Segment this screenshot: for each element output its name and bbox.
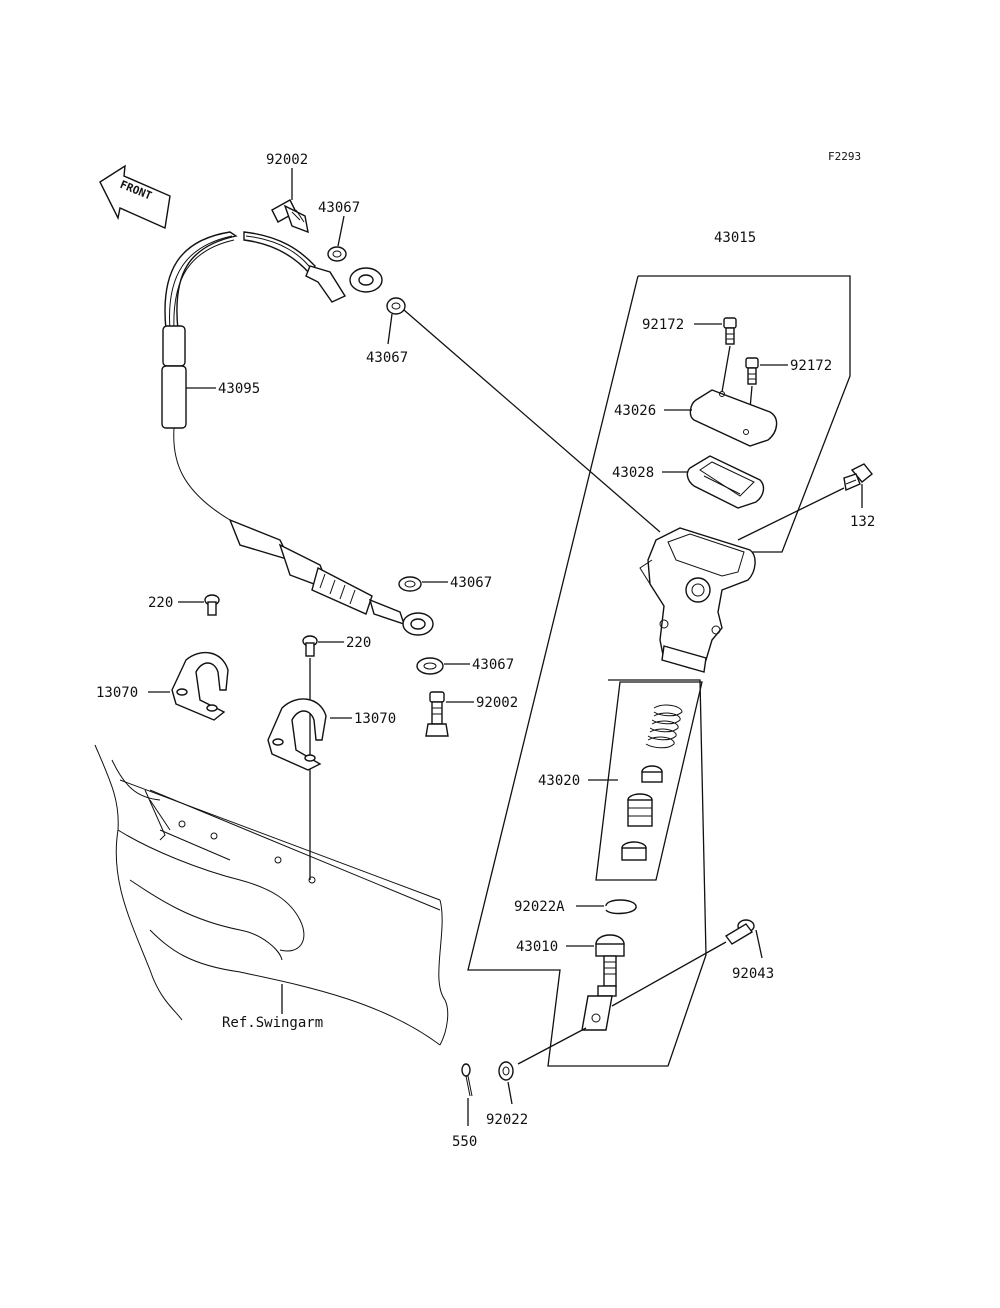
cotter-pin-550 [461, 1063, 473, 1097]
push-rod-43010 [581, 934, 625, 1031]
ref-swingarm-label: Ref.Swingarm [222, 1015, 323, 1031]
clevis-pin-92043 [724, 919, 755, 945]
banjo-bolt-92002-top [271, 199, 309, 234]
label-220-b: 220 [346, 635, 371, 651]
label-43067-b: 43067 [366, 350, 408, 366]
cap-43026 [689, 389, 778, 447]
figure-code: F2293 [828, 150, 861, 163]
label-43028: 43028 [612, 465, 654, 481]
label-92002-top: 92002 [266, 152, 308, 168]
piston-kit-43020-box [595, 681, 703, 881]
bolt-132 [843, 463, 873, 491]
label-43015: 43015 [714, 230, 756, 246]
master-cylinder-body [639, 527, 756, 673]
bolt-220-b [302, 635, 318, 657]
label-43067-d: 43067 [472, 657, 514, 673]
washer-43067-b [386, 297, 406, 315]
clamp-13070-a [171, 651, 229, 721]
swingarm-reference [94, 744, 449, 1046]
screw-92172-b [745, 357, 759, 385]
label-550: 550 [452, 1134, 477, 1150]
clamp-13070-b [267, 698, 327, 771]
label-92043: 92043 [732, 966, 774, 982]
label-43010: 43010 [516, 939, 558, 955]
label-92022A: 92022A [514, 899, 565, 915]
washer-92022 [498, 1061, 514, 1081]
label-220-a: 220 [148, 595, 173, 611]
piston-kit-43020 [621, 704, 683, 861]
label-13070-b: 13070 [354, 711, 396, 727]
washer-43067-a [327, 246, 347, 262]
label-43067-a: 43067 [318, 200, 360, 216]
label-43020: 43020 [538, 773, 580, 789]
diaphragm-43028 [686, 455, 765, 509]
label-43026: 43026 [614, 403, 656, 419]
label-43095: 43095 [218, 381, 260, 397]
banjo-bolt-92002-mid [425, 691, 449, 737]
label-92172-b: 92172 [790, 358, 832, 374]
circlip-92022A [605, 899, 637, 915]
bolt-220-a [204, 594, 220, 616]
label-43067-c: 43067 [450, 575, 492, 591]
label-92172-a: 92172 [642, 317, 684, 333]
label-92022: 92022 [486, 1112, 528, 1128]
washer-43067-c [398, 576, 422, 592]
screw-92172-a [723, 317, 737, 345]
label-132: 132 [850, 514, 875, 530]
brake-hose-43095 [161, 231, 434, 636]
label-13070-a: 13070 [96, 685, 138, 701]
front-arrow-icon: FRONT [99, 164, 171, 230]
washer-43067-d [416, 657, 444, 675]
label-92002-mid: 92002 [476, 695, 518, 711]
assembly-43015-bracket [467, 275, 851, 1067]
